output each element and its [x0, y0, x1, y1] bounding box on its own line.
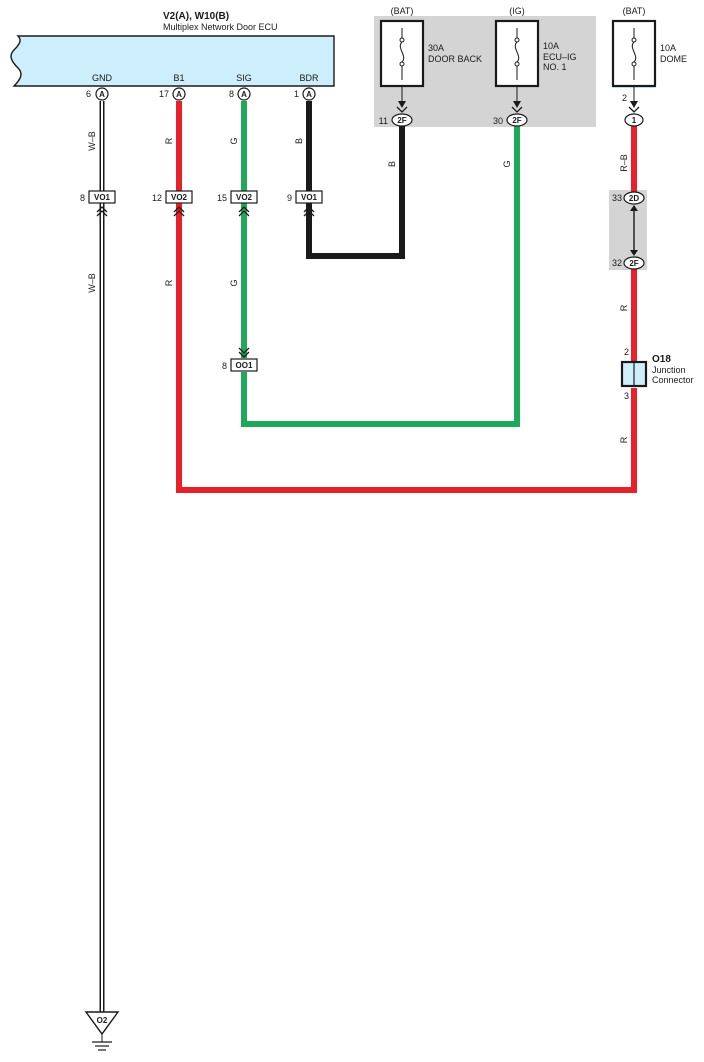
svg-text:2F: 2F: [397, 116, 406, 125]
svg-text:8: 8: [222, 361, 227, 371]
wire-b1-red: [176, 101, 637, 493]
svg-text:32: 32: [612, 258, 622, 268]
svg-text:Connector: Connector: [652, 375, 694, 385]
wire-label-gnd-lower: W–B: [87, 273, 97, 293]
svg-text:Junction: Junction: [652, 365, 686, 375]
svg-text:17: 17: [159, 89, 169, 99]
svg-text:1: 1: [294, 89, 299, 99]
svg-text:2: 2: [624, 347, 629, 357]
inline-connector-oo1-sig: OO1 8: [222, 347, 258, 372]
terminal-name-gnd: GND: [92, 73, 113, 83]
svg-text:A: A: [99, 90, 105, 99]
terminal-name-bdr: BDR: [299, 73, 319, 83]
svg-text:VO2: VO2: [236, 193, 253, 202]
ecu-subtitle: Multiplex Network Door ECU: [163, 22, 278, 32]
svg-text:11: 11: [379, 116, 388, 126]
wire-label-dome-upper: R–B: [619, 154, 629, 172]
svg-text:DOME: DOME: [660, 54, 687, 64]
wire-label-dome-lower: R: [619, 436, 629, 443]
wire-bdr-black: [306, 101, 405, 259]
svg-text:2F: 2F: [512, 116, 521, 125]
svg-text:9: 9: [287, 193, 292, 203]
svg-text:DOOR BACK: DOOR BACK: [428, 54, 482, 64]
svg-text:12: 12: [152, 193, 162, 203]
svg-text:O2: O2: [97, 1016, 108, 1025]
svg-text:VO1: VO1: [301, 193, 318, 202]
wire-label-bdr: B: [294, 138, 304, 144]
inline-connector-vo1-gnd: VO1 8: [80, 190, 116, 217]
junction-connector-o18: 2 3 O18 Junction Connector: [620, 347, 694, 401]
ecu-pin-b1: A 17: [159, 87, 186, 101]
svg-text:A: A: [176, 90, 182, 99]
svg-text:33: 33: [612, 193, 622, 203]
svg-text:VO2: VO2: [171, 193, 188, 202]
ecu-pin-gnd: A 6: [86, 87, 109, 101]
svg-text:8: 8: [229, 89, 234, 99]
wire-label-dome-mid: R: [619, 304, 629, 311]
svg-text:O18: O18: [652, 354, 671, 365]
wire-label-sig-upper: G: [229, 137, 239, 144]
svg-text:8: 8: [80, 193, 85, 203]
fuse-door-back: (BAT) 30A DOOR BACK 2F 11: [379, 6, 482, 127]
junction-block-2f: 2F 32: [612, 256, 645, 270]
junction-link-arrow-up: [630, 205, 638, 211]
svg-text:30: 30: [493, 116, 503, 126]
wire-label-door-back: B: [387, 161, 397, 167]
ecu-title: V2(A), W10(B): [163, 11, 229, 22]
ground-o2: O2: [84, 1011, 120, 1051]
junction-block-2d: 2D 33: [612, 191, 645, 205]
svg-text:2D: 2D: [629, 194, 639, 203]
ecu-pin-sig: A 8: [229, 87, 251, 101]
svg-text:A: A: [306, 90, 312, 99]
svg-text:30A: 30A: [428, 43, 444, 53]
svg-text:3: 3: [624, 391, 629, 401]
svg-text:A: A: [241, 90, 247, 99]
inline-connector-vo2-b1: VO2 12: [152, 190, 193, 217]
inline-connector-vo1-bdr: VO1 9: [287, 190, 323, 217]
svg-text:6: 6: [86, 89, 91, 99]
svg-text:10A: 10A: [543, 41, 559, 51]
wire-label-gnd-upper: W–B: [87, 131, 97, 151]
svg-text:(BAT): (BAT): [391, 6, 414, 16]
svg-text:VO1: VO1: [94, 193, 111, 202]
ecu-pin-bdr: A 1: [294, 87, 316, 101]
wire-label-b1-lower: R: [164, 279, 174, 286]
terminal-name-b1: B1: [173, 73, 184, 83]
wire-label-b1-upper: R: [164, 137, 174, 144]
junction-link-arrow-down: [630, 250, 638, 256]
wire-label-ecu-ig: G: [502, 160, 512, 167]
svg-text:ECU–IG: ECU–IG: [543, 52, 577, 62]
svg-text:15: 15: [217, 193, 227, 203]
svg-text:10A: 10A: [660, 43, 676, 53]
svg-text:2F: 2F: [629, 259, 638, 268]
svg-text:(IG): (IG): [509, 6, 525, 16]
wire-sig-green-lower: [241, 126, 520, 427]
svg-text:NO. 1: NO. 1: [543, 62, 567, 72]
fuse-ecu-ig-no1: (IG) 10A ECU–IG NO. 1 2F 30: [493, 6, 577, 127]
inline-connector-vo2-sig: VO2 15: [217, 190, 258, 217]
svg-text:(BAT): (BAT): [623, 6, 646, 16]
svg-text:OO1: OO1: [236, 361, 253, 370]
svg-text:1: 1: [632, 116, 637, 125]
wire-label-sig-lower: G: [229, 279, 239, 286]
fuse-dome: (BAT) 10A DOME 1 2: [611, 6, 687, 127]
ecu-body: [10, 35, 335, 87]
terminal-name-sig: SIG: [236, 73, 252, 83]
svg-text:2: 2: [622, 93, 627, 103]
